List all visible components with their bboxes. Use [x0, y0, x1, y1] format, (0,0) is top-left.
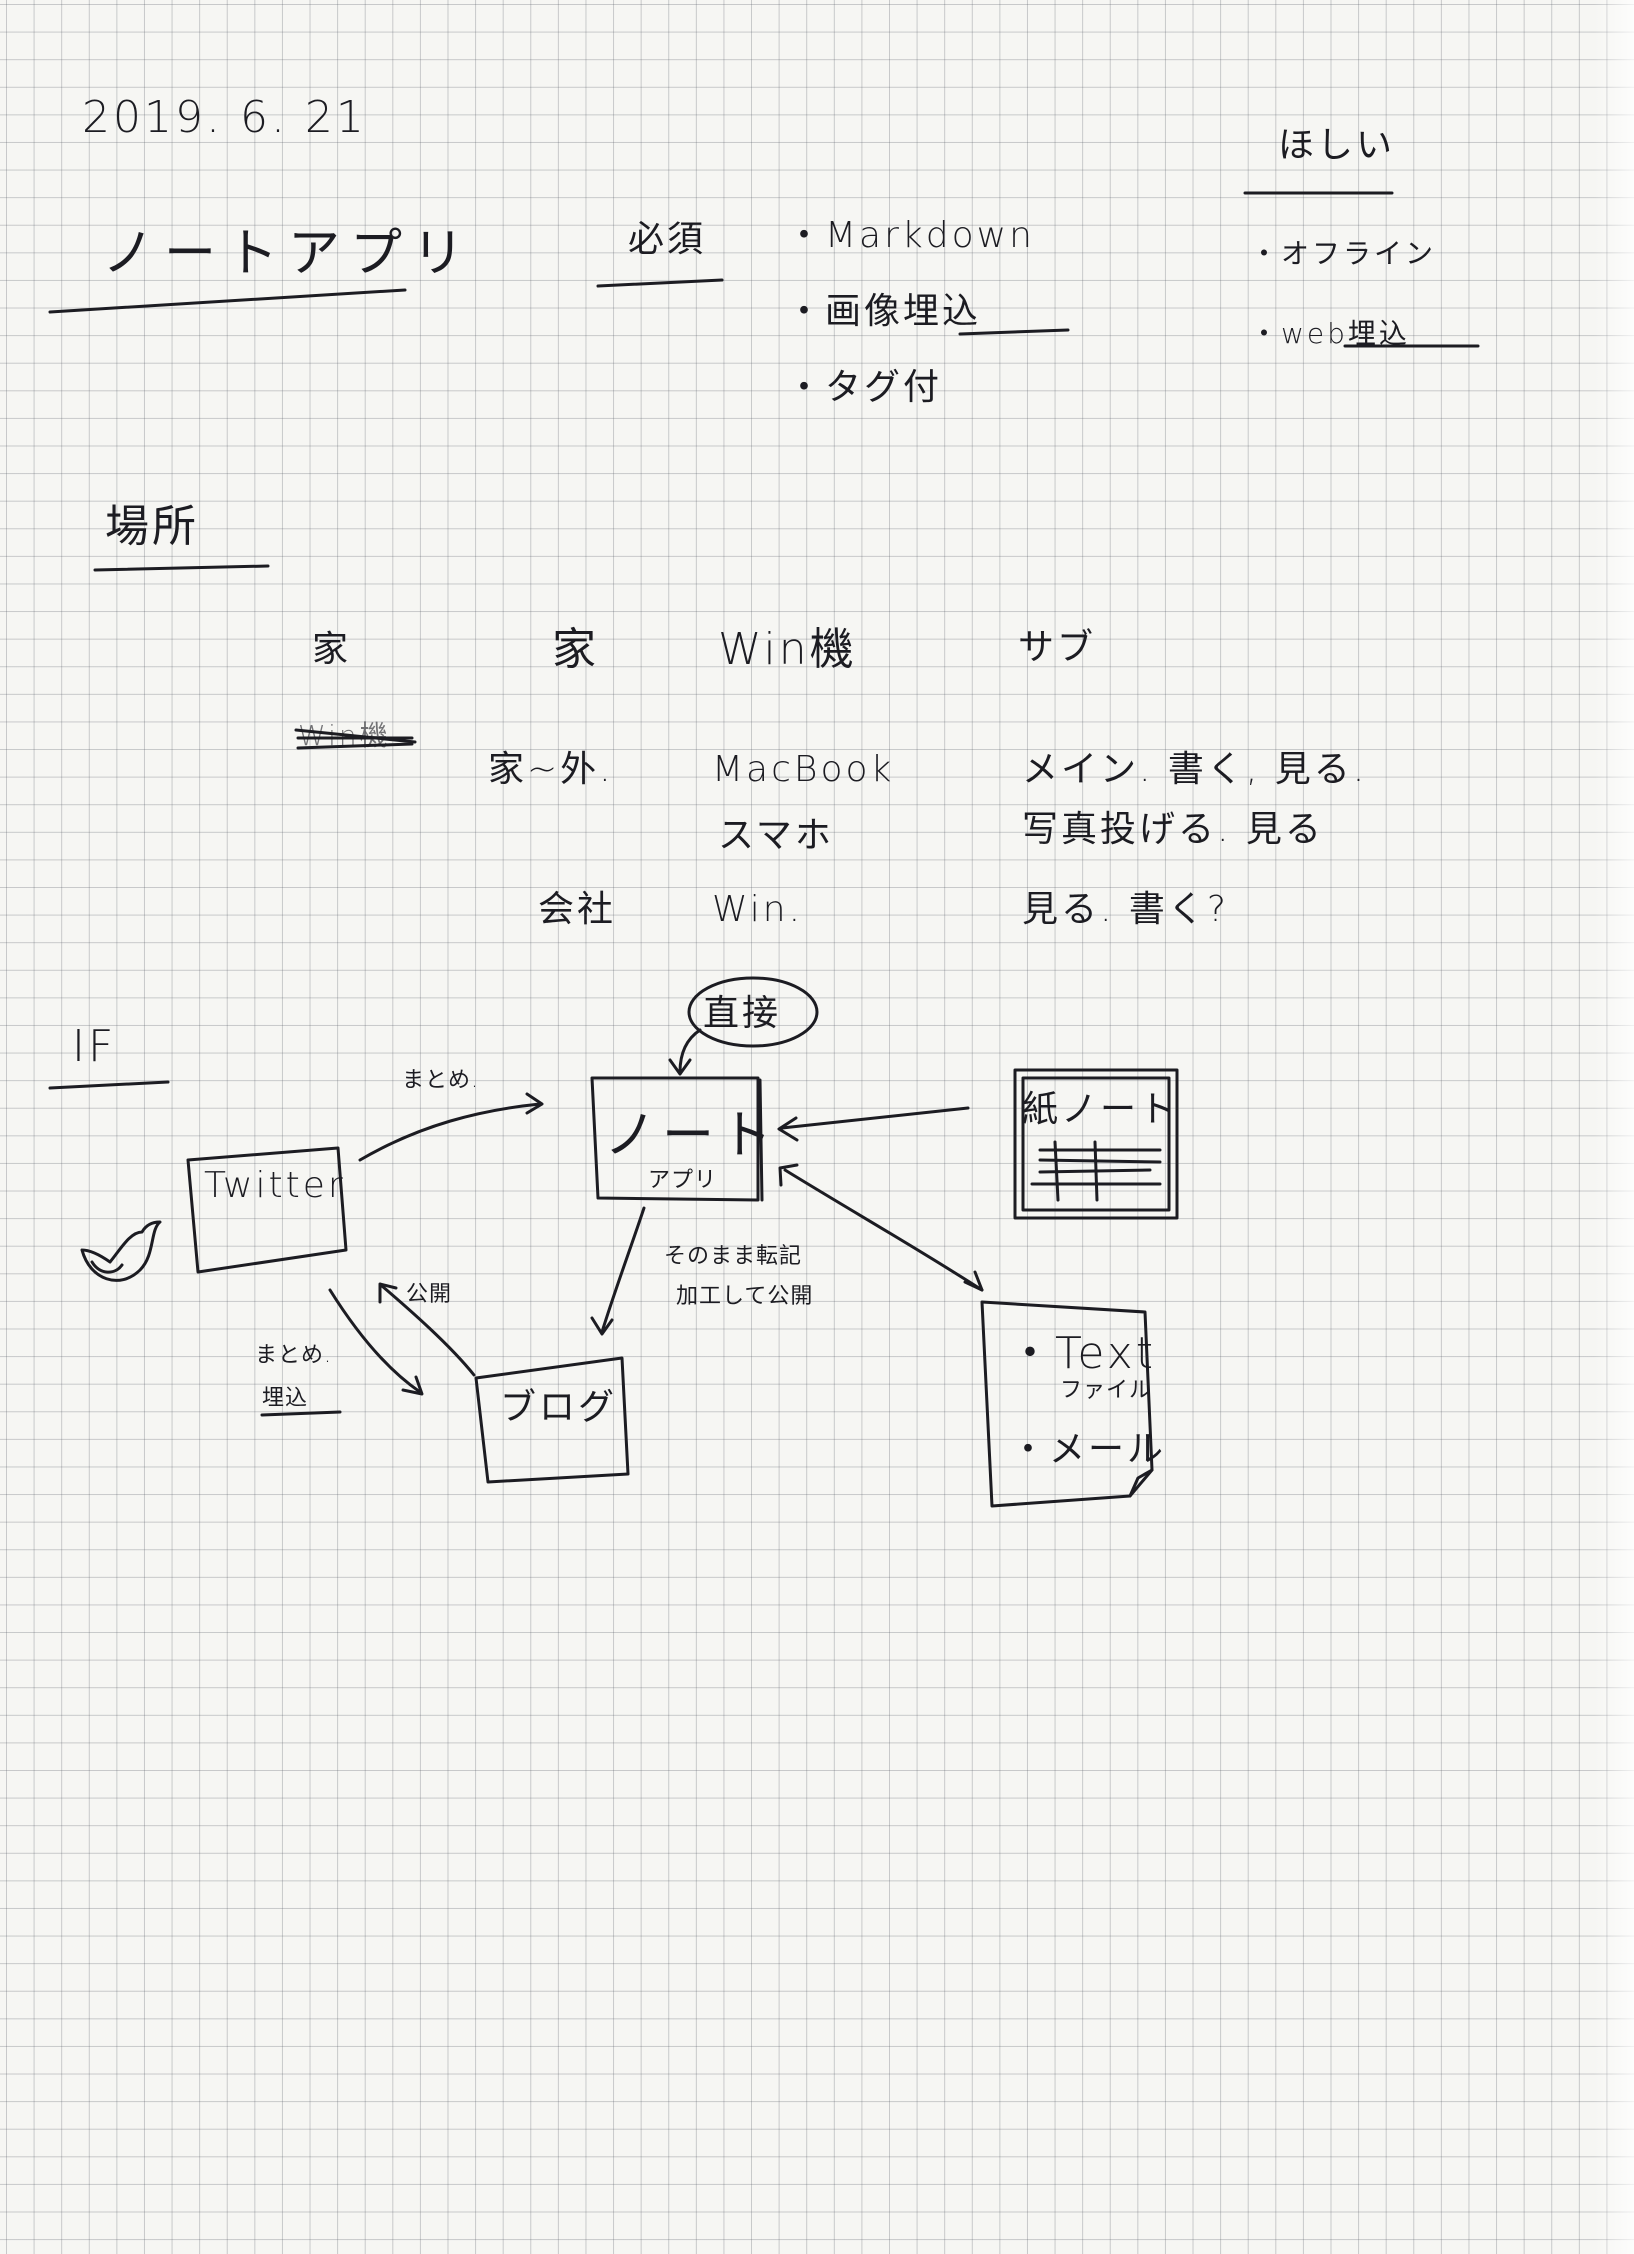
arrow-twitter-to-note: [358, 1102, 542, 1162]
place-device: MacBook: [712, 749, 895, 790]
text-file-label: ・Text: [1008, 1328, 1156, 1379]
if-underline: [48, 1080, 170, 1090]
requirements-underline: [596, 278, 724, 288]
text-file-box: [980, 1300, 1154, 1508]
blog-box: [474, 1356, 630, 1484]
requirement-item: ・Markdown: [786, 215, 1035, 256]
place-device: スマホ: [718, 815, 834, 856]
twitter-blog-embed-underline: [260, 1410, 342, 1417]
edge-label: 埋込: [262, 1386, 309, 1411]
edge-label: まとめ.: [402, 1068, 479, 1093]
embed-underline: [958, 328, 1070, 336]
blog-label: ブログ: [500, 1387, 618, 1428]
arrow-blog-publish: [380, 1284, 476, 1377]
place-role: サブ: [1018, 627, 1097, 668]
paper-note-label: 紙ノート: [1022, 1089, 1179, 1130]
direct-label: 直接: [703, 993, 782, 1034]
arrow-twitter-to-blog: [328, 1288, 422, 1394]
strike-line-3: [294, 728, 417, 744]
arrowhead-paper-to-note: [777, 1116, 799, 1142]
arrow-text-to-note: [783, 1168, 984, 1292]
paper-note-scribble-6: [1093, 1140, 1099, 1202]
place-device: Win.: [712, 889, 804, 930]
want-item: ・オフライン: [1250, 237, 1437, 270]
arrowhead-note-to-blog: [590, 1316, 614, 1336]
arrow-paper-to-note: [780, 1106, 970, 1130]
twitter-box: [186, 1146, 348, 1274]
strike-line-2: [296, 742, 414, 750]
place-role: メイン. 書く, 見る.: [1022, 749, 1368, 790]
note-app-box-shadow: [758, 1078, 764, 1202]
direct-arrow: [678, 1028, 702, 1074]
arrowhead-twitter-to-blog: [401, 1375, 424, 1396]
direct-bubble: [687, 976, 819, 1048]
if-heading: IF: [72, 1021, 117, 1072]
place-where: 家: [552, 624, 599, 675]
title-underline: [48, 288, 407, 314]
bird-wing: [90, 1260, 124, 1274]
places-heading: 場所: [105, 501, 199, 552]
place-where: 会社: [538, 889, 617, 930]
paper-note-scribble-5: [1053, 1140, 1060, 1202]
arrowhead-twitter-to-note: [525, 1092, 544, 1115]
paper-note-inner: [1021, 1076, 1171, 1212]
place-role: 見る. 書く?: [1022, 889, 1229, 930]
direct-arrowhead: [668, 1058, 692, 1076]
date: 2019. 6. 21: [82, 92, 367, 143]
crossed-word: 家: [312, 629, 352, 670]
twitter-label: Twitter: [204, 1165, 346, 1206]
note-app-main-label: ノート: [604, 1106, 779, 1166]
edge-label: 公開: [406, 1282, 453, 1307]
requirements-heading: 必須: [628, 219, 707, 260]
note-app-box: [590, 1076, 760, 1202]
place-where: 家~外.: [488, 749, 614, 790]
text-file-fold: [1128, 1468, 1154, 1498]
arrowhead-blog-publish: [378, 1282, 398, 1304]
arrowhead-note-from-text: [963, 1270, 984, 1292]
note-app-sub-label: アプリ: [648, 1168, 718, 1193]
paper-note-box: [1013, 1068, 1179, 1220]
arrow-note-to-blog: [600, 1206, 646, 1334]
page-title: ノートアプリ: [102, 224, 475, 284]
wants-heading: ほしい: [1278, 125, 1396, 166]
file-sub-label: ファイル: [1060, 1378, 1153, 1403]
edge-label: 加工して公開: [676, 1284, 814, 1309]
page-edge-shade: [1594, 0, 1634, 2254]
want-item: ・web埋込: [1250, 317, 1410, 350]
bird-body: [80, 1220, 162, 1282]
place-role: 写真投げる. 見る: [1022, 809, 1324, 850]
places-underline: [93, 564, 270, 572]
edge-label: まとめ.: [255, 1343, 332, 1368]
requirement-item: ・画像埋込: [786, 291, 982, 332]
arrowhead-text-to-note: [778, 1163, 799, 1187]
mail-label: ・メール: [1010, 1429, 1167, 1470]
crossed-word: Win機: [298, 719, 391, 752]
place-device: Win機: [718, 624, 857, 675]
edge-label: そのまま転記: [664, 1244, 803, 1269]
paper-note-scribble-2: [1038, 1158, 1162, 1164]
requirement-item: ・タグ付: [786, 367, 943, 408]
